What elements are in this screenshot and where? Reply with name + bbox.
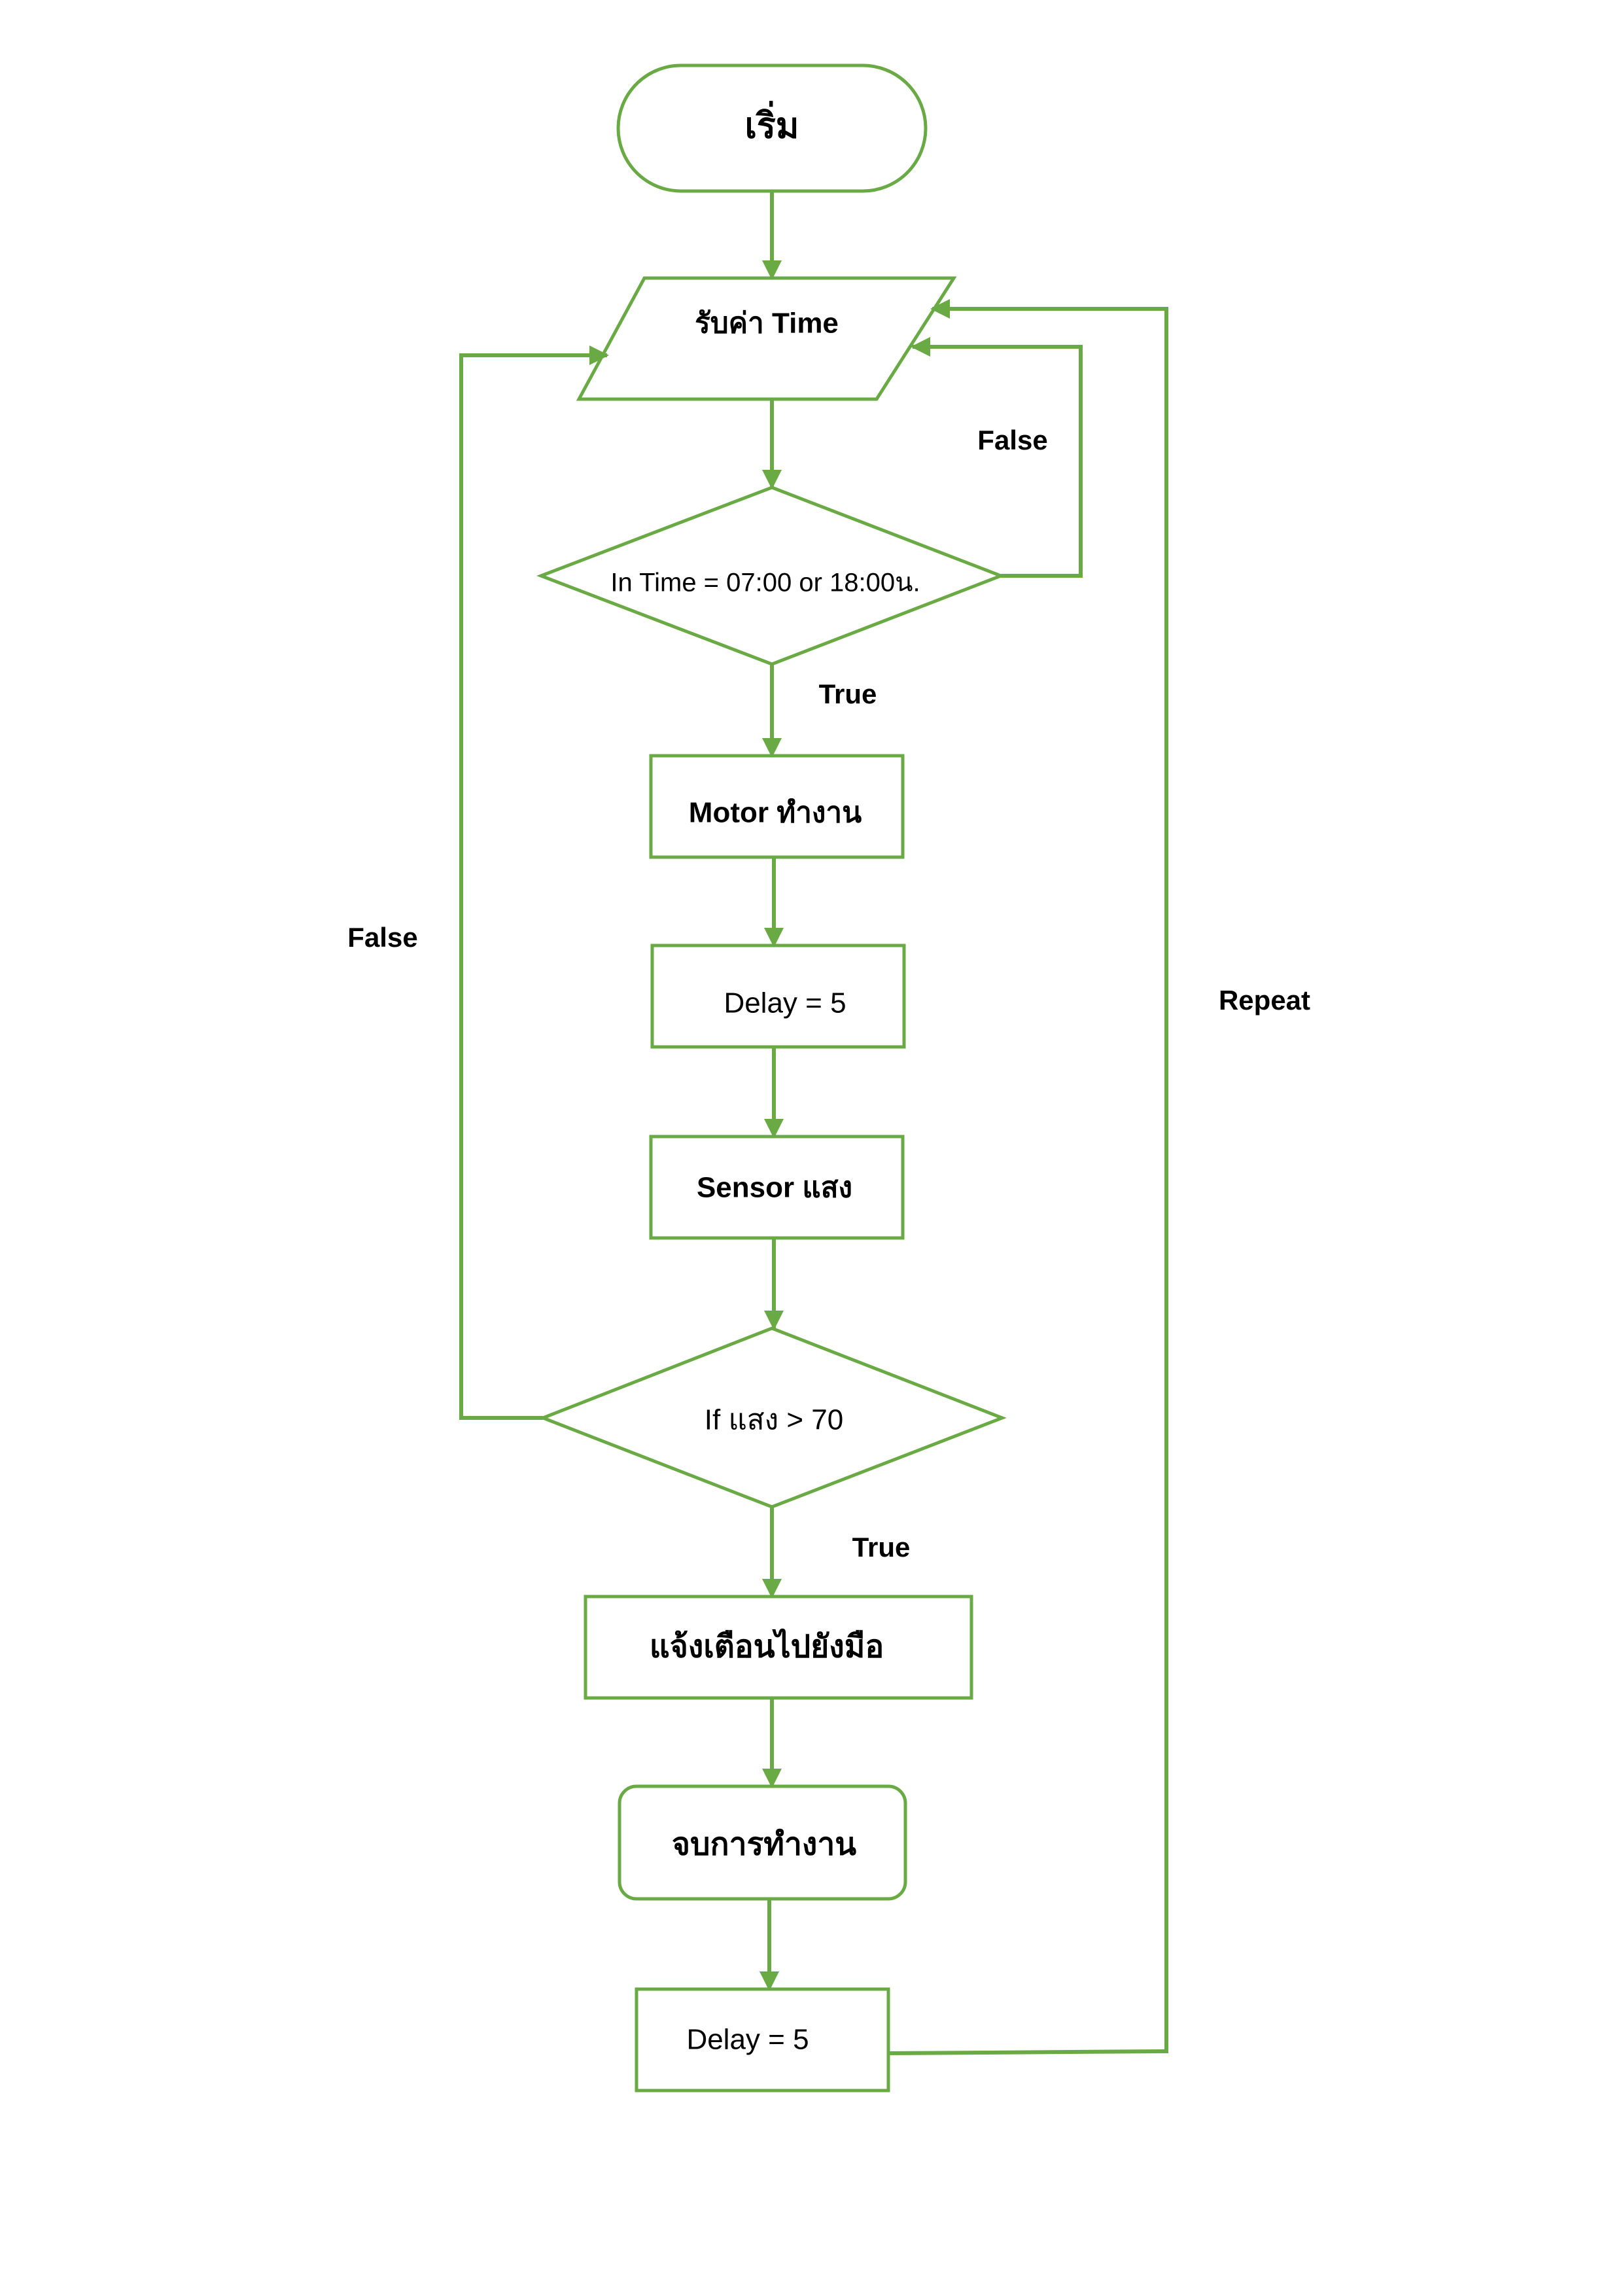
arrow-repeat-loop <box>888 299 1168 2055</box>
repeat-label: Repeat <box>1219 985 1310 1016</box>
time-true-label: True <box>819 679 877 709</box>
light-true-label: True <box>852 1532 911 1563</box>
input-time-label: รับค่า Time <box>695 308 839 340</box>
motor-on-label: Motor ทำงาน <box>689 797 862 829</box>
delay-2-label: Delay = 5 <box>686 2024 809 2056</box>
end-work-label: จบการทำงาน <box>672 1828 856 1862</box>
delay-1-label: Delay = 5 <box>724 987 846 1019</box>
arrow-time-false-loop <box>911 337 1083 578</box>
delay-2-box <box>635 1987 890 2093</box>
start-label: เริ่ม <box>744 100 799 145</box>
check-time-label: In Time = 07:00 or 18:00น. <box>610 569 920 597</box>
arrow-light-false-loop <box>459 345 609 1420</box>
notify-phone-box <box>584 1595 973 1700</box>
time-false-label: False <box>977 425 1047 455</box>
check-light-label: If แสง > 70 <box>705 1404 843 1436</box>
notify-phone-label: แจ้งเตือนไปยังมือ <box>650 1628 884 1665</box>
motor-on-box <box>649 754 905 859</box>
light-false-label: False <box>347 922 417 953</box>
delay-1-box <box>650 944 906 1049</box>
light-sensor-label: Sensor แสง <box>697 1172 852 1204</box>
